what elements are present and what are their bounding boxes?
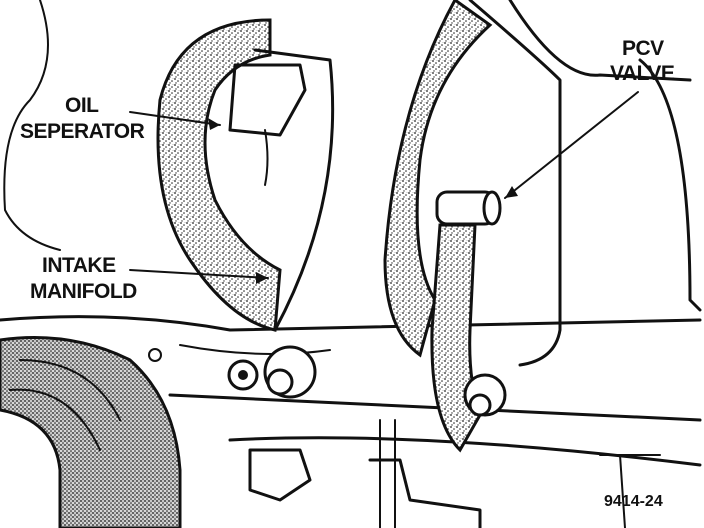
pcv-hose (430, 223, 482, 453)
mounting-bolt (148, 345, 317, 399)
right-runner (383, 0, 493, 358)
pcv-valve (435, 190, 502, 226)
lower-bracket (248, 419, 482, 528)
leader-lines (129, 91, 639, 284)
intake-manifold-runner (156, 18, 282, 332)
intake-manifold-label-line1: INTAKE (42, 254, 116, 277)
intake-manifold-label-line2: MANIFOLD (30, 280, 137, 303)
hose-fitting (463, 373, 507, 417)
pcv-valve-label-line2: VALVE (610, 62, 675, 85)
pcv-valve-label-line1: PCV (622, 37, 664, 60)
oil-separator-label-line2: SEPERATOR (20, 120, 145, 143)
oil-separator-label-line1: OIL (65, 94, 99, 117)
figure-number: 9414-24 (604, 493, 663, 510)
oil-separator (228, 48, 335, 332)
